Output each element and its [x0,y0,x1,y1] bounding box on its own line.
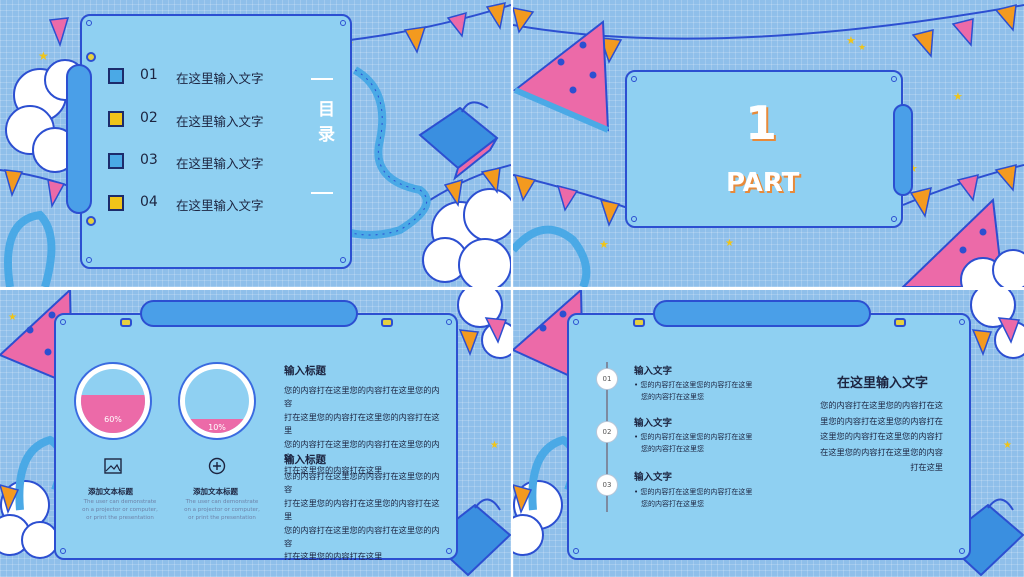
progress-ring: 60% [74,362,152,440]
toc-number: 02 [140,110,158,126]
section-heading: 在这里输入文字 [837,376,929,391]
image-icon [104,458,122,474]
slide-timeline[interactable]: ★ 01 02 03 输入文字 • 您的内容打在这里您的内容打在这里您的内容打在… [513,290,1024,577]
part-number: 1 [745,96,778,150]
toc-label: 在这里输入文字 [176,156,264,171]
step-title: 输入文字 [634,366,673,377]
step-text: • 您的内容打在这里您的内容打在这里您的内容打在这里您 [634,381,753,401]
svg-text:★: ★ [908,162,918,175]
block-title: 输入标题 [284,365,326,377]
block-text: 您的内容打在这里您的内容打在这里您的内容打在这里您的内容打在这里您的内容打在这里… [284,471,440,562]
slide-toc[interactable]: ★ ★ ★ 01 在这里输入文字 02 在这里输入文字 03 在这里输入文字 0… [0,0,511,287]
ring-title: 添加文本标题 [88,487,133,496]
toc-heading: 目录 [314,100,334,150]
content-card [567,313,971,560]
rivet-icon [959,319,965,325]
cloud-right [422,188,511,287]
rivet-icon [340,257,346,263]
bullet-square-icon [108,68,124,84]
progress-label: 10% [208,423,226,432]
rivet-icon [959,548,965,554]
progress-label: 60% [104,415,122,424]
toc-number: 04 [140,194,158,210]
progress-fill [81,395,145,433]
bullet-square-icon [108,153,124,169]
watermelon-slice-icon [513,20,610,133]
rivet-icon [86,20,92,26]
svg-text:★: ★ [510,107,511,118]
rivet-icon [446,548,452,554]
clip-icon [381,318,393,327]
clip-icon [86,52,96,62]
side-handle [893,104,913,196]
section-paragraph: 您的内容打在这里您的内容打在这里您的内容打在这里您的内容打在这里您的内容打在这里… [820,400,943,472]
block-text: 您的内容打在这里您的内容打在这里您的内容打在这里您的内容打在这里您的内容打在这里… [284,385,440,476]
side-handle [66,64,92,214]
toc-label: 在这里输入文字 [176,71,264,86]
cloud-bottom-right [960,249,1024,287]
part-word: PART [726,168,800,198]
step-title: 输入文字 [634,472,673,483]
plus-circle-icon [208,457,226,475]
top-handle [140,300,358,327]
heading-rule [311,192,333,194]
rivet-icon [573,548,579,554]
svg-text:★: ★ [599,238,609,251]
progress-ring: 10% [178,362,256,440]
rivet-icon [891,216,897,222]
svg-text:★: ★ [858,43,866,53]
svg-text:★: ★ [38,49,49,63]
rivet-icon [60,548,66,554]
svg-text:★: ★ [490,440,499,451]
step-number: 02 [596,421,618,443]
clip-icon [894,318,906,327]
rivet-icon [446,319,452,325]
rivet-icon [573,319,579,325]
slide-part[interactable]: ★ ★ ★ ★ ★ ★ 1 PART [513,0,1024,287]
shopping-bag-icon [418,101,499,181]
clip-icon [633,318,645,327]
svg-text:★: ★ [725,238,734,249]
bullet-square-icon [108,111,124,127]
rivet-icon [86,257,92,263]
step-text: • 您的内容打在这里您的内容打在这里您的内容打在这里您 [634,433,753,453]
svg-text:★: ★ [1003,440,1012,451]
part-card [625,70,903,228]
decorations: ★ ★ ★ [0,2,511,287]
rivet-icon [631,76,637,82]
bullet-square-icon [108,195,124,211]
toc-number: 01 [140,67,158,83]
clip-icon [86,216,96,226]
toc-card [80,14,352,269]
rivet-icon [340,20,346,26]
ring-title: 添加文本标题 [193,487,238,496]
block-title: 输入标题 [284,454,326,466]
svg-text:★: ★ [953,90,963,103]
step-title: 输入文字 [634,418,673,429]
svg-text:★: ★ [8,312,17,323]
toc-label: 在这里输入文字 [176,198,264,213]
step-number: 03 [596,474,618,496]
clip-icon [120,318,132,327]
rivet-icon [891,76,897,82]
progress-fill [185,419,249,433]
rivet-icon [631,216,637,222]
rivet-icon [60,319,66,325]
step-number: 01 [596,368,618,390]
decorations: ★ ★ ★ ★ ★ ★ [513,4,1024,287]
slide-progress[interactable]: ★ ★ 60% 10% 添加文本标题 添加文本标题 The user can d… [0,290,511,577]
toc-number: 03 [140,152,158,168]
svg-text:★: ★ [846,34,856,47]
step-text: • 您的内容打在这里您的内容打在这里您的内容打在这里您 [634,488,753,508]
heading-rule [311,78,333,80]
toc-label: 在这里输入文字 [176,114,264,129]
top-handle [653,300,871,327]
